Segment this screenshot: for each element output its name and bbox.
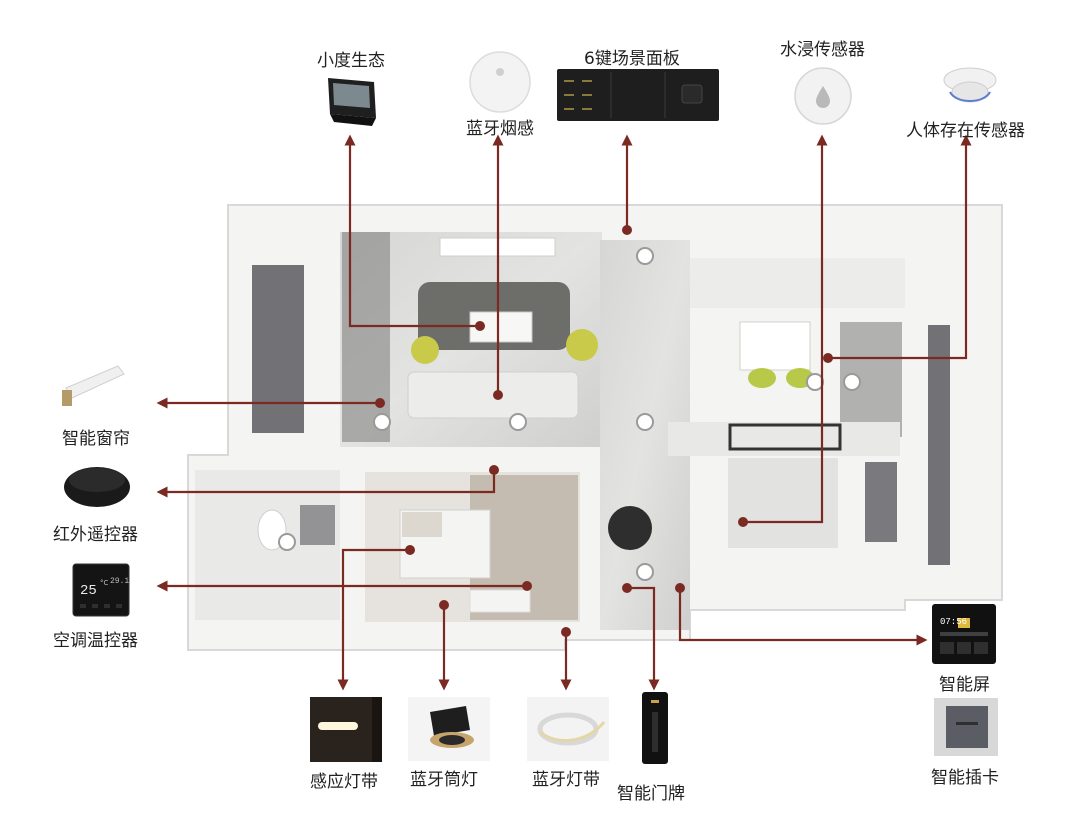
label-scene-panel: 6键场景面板 (584, 49, 680, 69)
ceiling-detectors (278, 247, 861, 581)
downlight-icon (408, 697, 490, 761)
presence-sensor-icon (943, 67, 997, 103)
smart-screen-icon (932, 604, 996, 664)
label-downlight: 蓝牙筒灯 (410, 770, 478, 790)
yellow-chair-left (411, 336, 439, 364)
yellow-chair-right (566, 329, 598, 361)
label-ir-remote: 红外遥控器 (53, 525, 138, 545)
ottoman (608, 506, 652, 550)
label-thermostat: 空调温控器 (53, 631, 138, 651)
label-door-sign: 智能门牌 (617, 784, 685, 804)
thermostat-reading: 25 (80, 583, 97, 599)
label-card-switch: 智能插卡 (931, 768, 999, 788)
connector-lines (156, 134, 972, 691)
label-bt-strip: 蓝牙灯带 (532, 770, 600, 790)
induction-strip-icon (310, 697, 382, 762)
label-presence-sensor: 人体存在传感器 (906, 121, 1025, 141)
label-xiaodu: 小度生态 (317, 51, 385, 71)
thermostat-unit: °C (100, 579, 109, 587)
living-room (340, 232, 690, 630)
east-window (928, 325, 950, 565)
door-sign-icon (642, 692, 668, 764)
water-sensor-icon (794, 67, 852, 125)
label-induction-strip: 感应灯带 (310, 772, 378, 792)
connector-dots (375, 225, 833, 637)
west-window (252, 265, 304, 433)
dining-table (739, 321, 811, 371)
label-smoke-detector: 蓝牙烟感 (466, 119, 534, 139)
bedroom (365, 472, 580, 622)
thermostat-small-reading: 29.1 (110, 577, 129, 586)
ir-remote-icon (64, 467, 130, 507)
card-switch-icon (934, 698, 998, 756)
smart-screen-time: 07:56 (940, 617, 967, 627)
bt-strip-icon (527, 697, 609, 761)
curtain-motor-icon (62, 365, 125, 406)
xiaodu-device-icon (328, 78, 376, 126)
thermostat-icon (72, 563, 130, 617)
label-water-sensor: 水浸传感器 (780, 40, 865, 60)
label-smart-curtain: 智能窗帘 (62, 429, 130, 449)
label-smart-screen: 智能屏 (939, 675, 990, 695)
smoke-detector-icon (469, 51, 531, 113)
kitchen-glass-panel (728, 423, 842, 451)
kitchen (668, 422, 900, 548)
scene-panel-icon (557, 69, 719, 121)
